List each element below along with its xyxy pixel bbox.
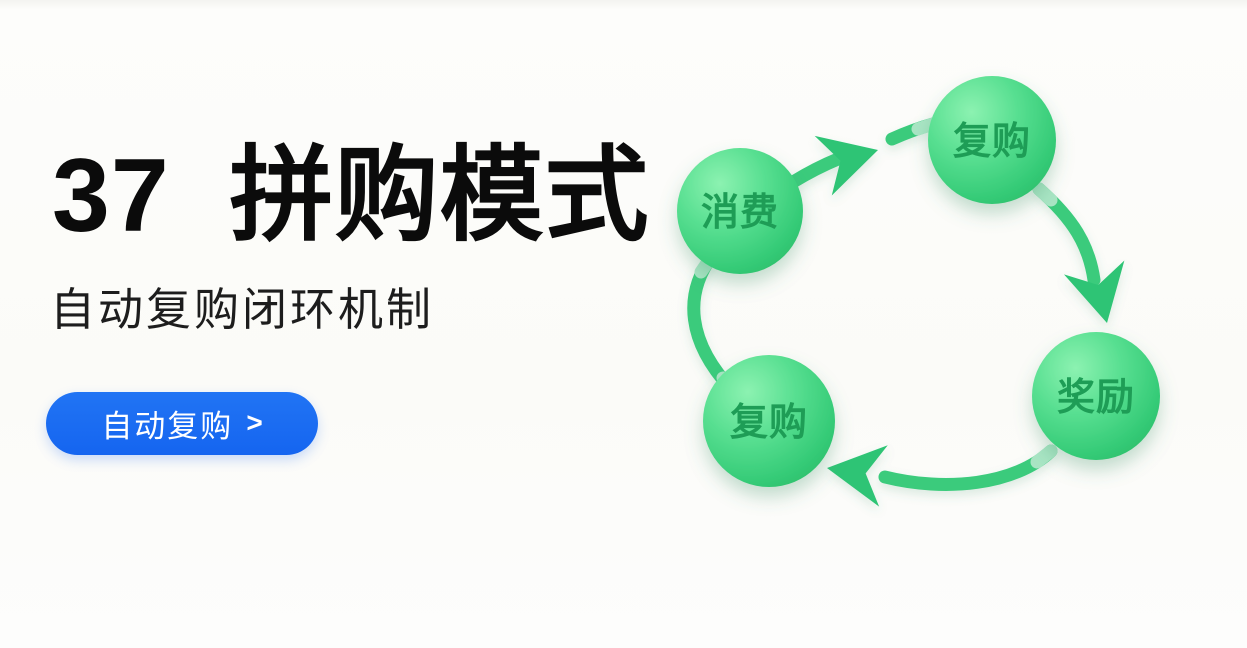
- auto-repurchase-button-label: 自动复购: [101, 409, 234, 444]
- chevron-right-icon: >: [246, 406, 263, 438]
- cycle-ring: [687, 117, 1125, 507]
- cycle-arrowhead-bottom-icon: [827, 445, 888, 507]
- node-reward: 奖励: [1032, 332, 1160, 460]
- node-sphere-consume: [677, 148, 803, 274]
- node-sphere-repurchase-bottom: [703, 355, 835, 487]
- node-consume: 消费: [677, 148, 803, 274]
- node-sphere-reward: [1032, 332, 1160, 460]
- node-repurchase-bottom: 复购: [703, 355, 835, 487]
- auto-repurchase-button[interactable]: 自动复购 >: [46, 392, 318, 455]
- ring-junction-pale-reward: [1030, 444, 1058, 469]
- banner-title: 37 拼购模式: [52, 138, 650, 254]
- cycle-arc-top-tail: [786, 152, 845, 189]
- ring-junction-pale-repurchase-top-out: [1032, 182, 1058, 207]
- cycle-arrowhead-right-icon: [1063, 260, 1125, 323]
- node-label-repurchase-top: 复购: [953, 121, 1031, 163]
- node-repurchase-top: 复购: [928, 76, 1056, 204]
- cycle-diagram: 消费 复购 奖励 复购: [677, 76, 1160, 507]
- node-label-consume: 消费: [701, 192, 779, 234]
- cycle-arc-bottom: [878, 444, 1058, 491]
- node-sphere-repurchase-top: [928, 76, 1056, 204]
- node-label-reward: 奖励: [1057, 377, 1135, 419]
- node-label-repurchase-bottom: 复购: [730, 402, 808, 444]
- cycle-arrowhead-top-icon: [814, 135, 878, 196]
- banner-subtitle: 自动复购闭环机制: [50, 284, 435, 335]
